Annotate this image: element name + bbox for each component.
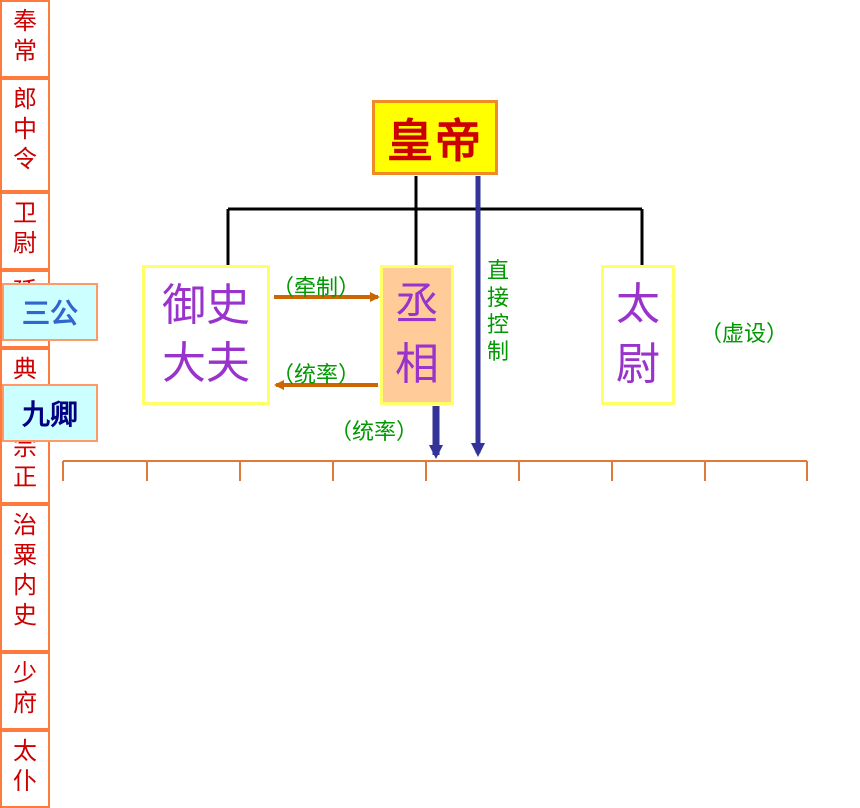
taiwei-note-label: （虚设） bbox=[700, 322, 789, 347]
emperor-box: 皇帝 bbox=[372, 100, 498, 175]
jiu-qing-tag-label: 九卿 bbox=[21, 398, 78, 431]
taiwei-box: 太尉 bbox=[601, 265, 675, 405]
direct-control-text: 直接控制 bbox=[486, 259, 509, 365]
minister-label: 奉常 bbox=[13, 7, 37, 65]
san-gong-tag: 三公 bbox=[2, 283, 98, 341]
tongshuai-left-label: （统率） bbox=[272, 363, 361, 388]
san-gong-tag-label: 三公 bbox=[21, 297, 78, 330]
minister-box-langzhongling: 郎中令 bbox=[0, 78, 50, 192]
taiwei-label: 太尉 bbox=[616, 279, 660, 390]
minister-box-weiwei: 卫尉 bbox=[0, 192, 50, 270]
yushi-dafu-label: 御史大夫 bbox=[162, 280, 250, 389]
jiu-qing-tag: 九卿 bbox=[2, 384, 98, 442]
direct-control-label: 直接控制 bbox=[485, 258, 511, 366]
minister-label: 郎中令 bbox=[13, 85, 37, 173]
yushi-dafu-box: 御史大夫 bbox=[142, 265, 270, 405]
emperor-label: 皇帝 bbox=[387, 113, 483, 168]
qianzhi-label: （牵制） bbox=[272, 276, 361, 301]
chengxiang-box: 丞相 bbox=[380, 265, 454, 405]
minister-box-fengchang: 奉常 bbox=[0, 0, 50, 78]
chengxiang-label: 丞相 bbox=[395, 279, 439, 390]
minister-box-shaofu: 少府 bbox=[0, 652, 50, 730]
minister-label: 卫尉 bbox=[13, 199, 37, 257]
minister-label: 少府 bbox=[13, 659, 37, 717]
minister-box-taipu: 太仆 bbox=[0, 730, 50, 808]
minister-drop-lines bbox=[62, 461, 808, 481]
tongshuai-down-label: （统率） bbox=[330, 420, 419, 445]
minister-label: 太仆 bbox=[13, 737, 37, 795]
connector-lines bbox=[62, 176, 808, 481]
minister-box-zhisuneishi: 治粟内史 bbox=[0, 504, 50, 652]
minister-label: 治粟内史 bbox=[13, 511, 37, 629]
